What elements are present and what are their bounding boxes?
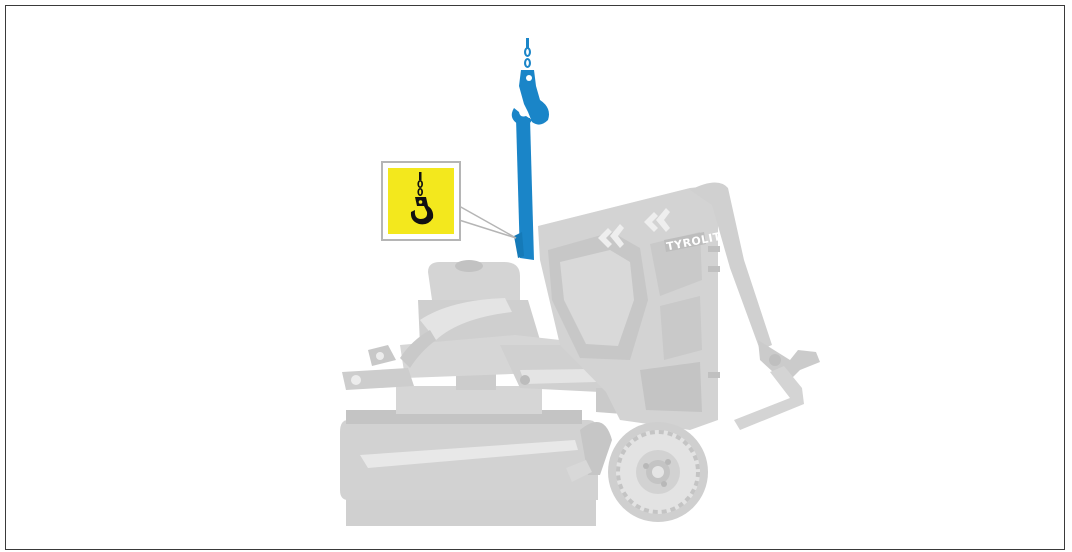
lifting-point-callout <box>382 162 516 240</box>
grinding-head <box>340 372 598 526</box>
rear-wheel <box>608 422 708 522</box>
machine-body: TYROLIT <box>538 187 722 430</box>
crane-hook-icon <box>512 70 549 125</box>
